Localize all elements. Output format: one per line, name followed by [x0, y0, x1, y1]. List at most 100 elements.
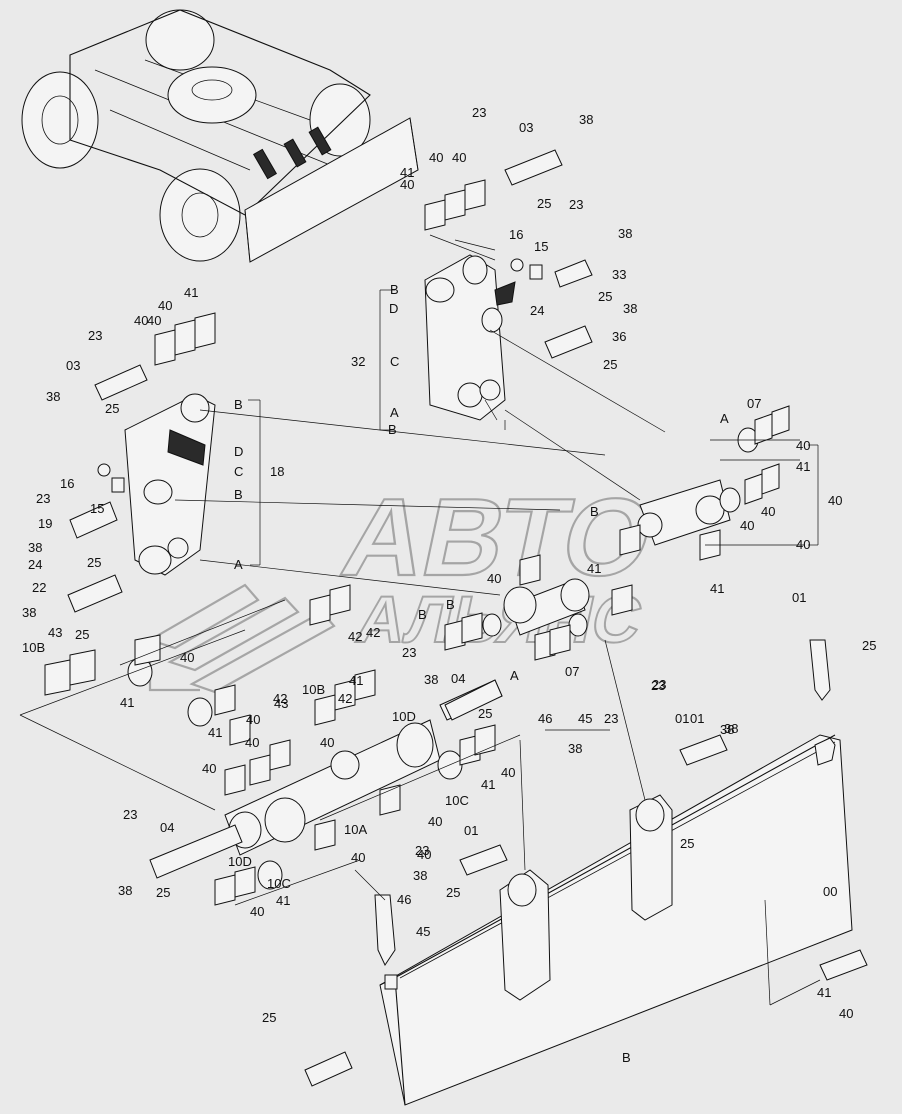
callout-label: B	[446, 597, 455, 612]
callout-label: 01	[690, 711, 704, 726]
callout-label: 38	[424, 672, 438, 687]
callout-label: 25	[603, 357, 617, 372]
callout-label: 23	[88, 328, 102, 343]
callout-label: 42	[366, 625, 380, 640]
callout-label: B	[390, 282, 399, 297]
callout-label: A	[390, 405, 399, 420]
callout-label: 03	[519, 120, 533, 135]
callout-label: 10C	[445, 793, 469, 808]
callout-label: 25	[862, 638, 876, 653]
callout-label: B	[234, 397, 243, 412]
callout-label: 38	[568, 741, 582, 756]
callout-label: 38	[413, 868, 427, 883]
callout-label: D	[234, 444, 243, 459]
callout-label: 42	[338, 691, 352, 706]
callout-label: 25	[87, 555, 101, 570]
callout-label: 43	[48, 625, 62, 640]
callout-label: 42	[273, 691, 287, 706]
callout-label: 41	[184, 285, 198, 300]
callout-label: 25	[446, 885, 460, 900]
callout-label: 40	[487, 571, 501, 586]
callout-label: 10D	[228, 854, 252, 869]
arm-assembly-07	[444, 405, 790, 721]
callout-label: 25	[478, 706, 492, 721]
callout-label: 10B	[22, 640, 45, 655]
callout-label: 41	[276, 893, 290, 908]
callout-label: 38	[46, 389, 60, 404]
callout-label: 40	[400, 177, 414, 192]
callout-label: 38	[579, 112, 593, 127]
callout-label: 46	[397, 892, 411, 907]
callout-label: 23	[651, 678, 665, 693]
callout-label: D	[389, 301, 398, 316]
callout-label: 10B	[302, 682, 325, 697]
callout-label: 40	[796, 438, 810, 453]
callout-label: 40	[246, 712, 260, 727]
callout-label: A	[510, 668, 519, 683]
callout-label: 10A	[344, 822, 367, 837]
callout-label: 38	[623, 301, 637, 316]
callout-label: 25	[156, 885, 170, 900]
callout-label: 07	[747, 396, 761, 411]
callout-label: 16	[509, 227, 523, 242]
callout-label: B	[388, 422, 397, 437]
callout-label: 40	[417, 847, 431, 862]
callout-label: 41	[120, 695, 134, 710]
callout-label: 41	[400, 165, 414, 180]
callout-label: 24	[530, 303, 544, 318]
callout-label: 40	[158, 298, 172, 313]
callout-label: 03	[66, 358, 80, 373]
callout-label: 38	[720, 722, 734, 737]
callout-label: 40	[428, 814, 442, 829]
callout-label: 18	[270, 464, 284, 479]
callout-label: 38	[724, 721, 738, 736]
callout-label: 40	[796, 537, 810, 552]
callout-label: 40	[245, 735, 259, 750]
tractor-frame-illustration	[21, 9, 419, 263]
callout-label: 41	[481, 777, 495, 792]
callout-label: 25	[105, 401, 119, 416]
callout-label: A	[720, 411, 729, 426]
watermark-logo-icon	[147, 583, 336, 694]
callout-label: B	[418, 607, 427, 622]
callout-label: 40	[250, 904, 264, 919]
callout-label: 10D	[392, 709, 416, 724]
callout-label: 25	[262, 1010, 276, 1025]
callout-label: 24	[28, 557, 42, 572]
callout-label: 41	[587, 561, 601, 576]
callout-label: C	[390, 354, 399, 369]
callout-label: 40	[740, 518, 754, 533]
callout-label: 36	[612, 329, 626, 344]
callout-label: B	[590, 504, 599, 519]
arm-assembly-18	[67, 312, 216, 613]
callout-label: 40	[429, 150, 443, 165]
callout-label: 41	[817, 985, 831, 1000]
callout-label: 33	[612, 267, 626, 282]
callout-label: 01	[464, 823, 478, 838]
reference-lines	[19, 234, 821, 1006]
callout-label: B	[234, 487, 243, 502]
callout-label: 01	[675, 711, 689, 726]
callout-label: 00	[823, 884, 837, 899]
callout-label: 41	[710, 581, 724, 596]
callout-label: 04	[160, 820, 174, 835]
callout-label: 40	[134, 313, 148, 328]
callout-label: 42	[348, 629, 362, 644]
callout-label: 40	[147, 313, 161, 328]
callout-label: 38	[28, 540, 42, 555]
callout-label: B	[622, 1050, 631, 1065]
callout-label: 38	[118, 883, 132, 898]
callout-label: 40	[180, 650, 194, 665]
callout-label: 32	[351, 354, 365, 369]
callout-label: 25	[537, 196, 551, 211]
callout-label: 16	[60, 476, 74, 491]
callout-label: 15	[534, 239, 548, 254]
callout-label: 40	[761, 504, 775, 519]
callout-label: 38	[618, 226, 632, 241]
callout-label: 41	[208, 725, 222, 740]
callout-label: 25	[598, 289, 612, 304]
callout-label: 22	[32, 580, 46, 595]
arm-assembly-32	[424, 149, 593, 421]
